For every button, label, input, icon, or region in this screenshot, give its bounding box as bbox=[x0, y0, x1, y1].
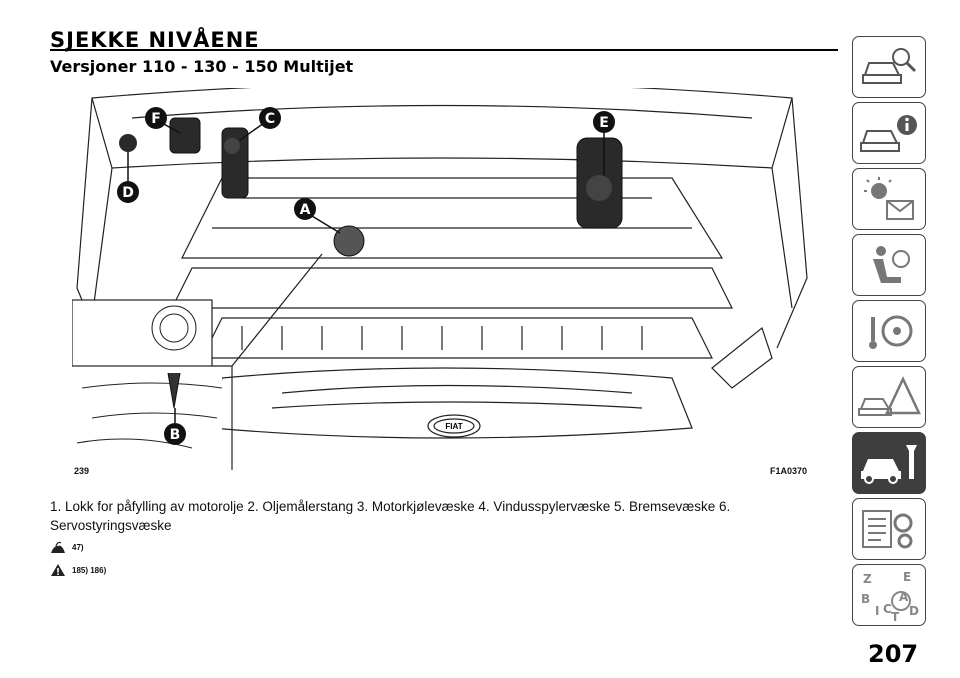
page-subtitle: Versjoner 110 - 130 - 150 Multijet bbox=[50, 57, 354, 76]
warning-row-caution: 185) 186) bbox=[50, 563, 106, 577]
svg-text:E: E bbox=[599, 115, 609, 131]
car-info-icon bbox=[860, 115, 917, 152]
engine-bay-figure: FIAT F bbox=[72, 88, 810, 470]
grille-badge: FIAT bbox=[445, 422, 462, 431]
specs-gear-icon bbox=[862, 510, 913, 549]
breakdown-triangle-icon bbox=[858, 376, 921, 416]
tab-breakdown-triangle[interactable] bbox=[852, 366, 926, 428]
callout-f: F bbox=[145, 107, 167, 129]
car-search-icon bbox=[862, 48, 917, 84]
callout-a: A bbox=[294, 198, 316, 220]
tab-warning-lights[interactable] bbox=[852, 168, 926, 230]
dipstick-handle bbox=[167, 372, 181, 409]
environment-warning-icon bbox=[51, 541, 65, 553]
callout-d: D bbox=[117, 181, 139, 203]
page-title: SJEKKE NIVÅENE bbox=[50, 28, 260, 52]
tab-car-wrench[interactable] bbox=[852, 432, 926, 494]
svg-text:E: E bbox=[903, 570, 911, 584]
svg-text:T: T bbox=[891, 610, 900, 624]
steering-key-icon bbox=[869, 315, 913, 349]
reservoir-e-cap bbox=[586, 175, 612, 201]
warning-refs: 185) 186) bbox=[72, 565, 107, 575]
tab-specs-gear[interactable] bbox=[852, 498, 926, 560]
svg-text:Z: Z bbox=[863, 572, 872, 586]
reservoir-c-cap bbox=[224, 138, 240, 154]
reservoir-d-cap bbox=[119, 134, 137, 152]
reservoir-brake bbox=[221, 127, 249, 199]
oil-filler-cap bbox=[333, 225, 365, 257]
seat-airbag-icon bbox=[873, 246, 910, 283]
svg-text:B: B bbox=[861, 592, 870, 606]
svg-text:A: A bbox=[899, 590, 909, 604]
tab-seat-airbag[interactable] bbox=[852, 234, 926, 296]
tab-steering-key[interactable] bbox=[852, 300, 926, 362]
title-rule bbox=[50, 49, 838, 51]
svg-text:F: F bbox=[151, 111, 161, 127]
svg-text:B: B bbox=[170, 427, 181, 443]
car-wrench-icon bbox=[861, 445, 917, 484]
figure-code: F1A0370 bbox=[770, 466, 808, 476]
figure-caption: 1. Lokk for påfylling av motorolje 2. Ol… bbox=[50, 499, 731, 533]
callout-c: C bbox=[259, 107, 281, 129]
svg-text:A: A bbox=[300, 202, 311, 218]
tab-car-info[interactable] bbox=[852, 102, 926, 164]
page-number: 207 bbox=[868, 640, 919, 668]
callout-e: E bbox=[593, 111, 615, 133]
figure-number: 239 bbox=[74, 466, 90, 476]
svg-text:C: C bbox=[883, 602, 892, 616]
warning-refs: 47) bbox=[72, 542, 84, 552]
warning-lights-icon bbox=[864, 177, 914, 220]
reservoir-f bbox=[169, 117, 201, 154]
tab-car-search[interactable] bbox=[852, 36, 926, 98]
svg-text:D: D bbox=[122, 185, 134, 201]
callout-b: B bbox=[164, 423, 186, 445]
caution-triangle-icon bbox=[51, 564, 65, 576]
svg-text:D: D bbox=[909, 604, 919, 618]
warning-row-environment: 47) bbox=[50, 540, 84, 554]
svg-text:I: I bbox=[875, 604, 879, 618]
engine-bay-illustration: FIAT F bbox=[72, 88, 808, 470]
svg-text:C: C bbox=[265, 111, 275, 127]
